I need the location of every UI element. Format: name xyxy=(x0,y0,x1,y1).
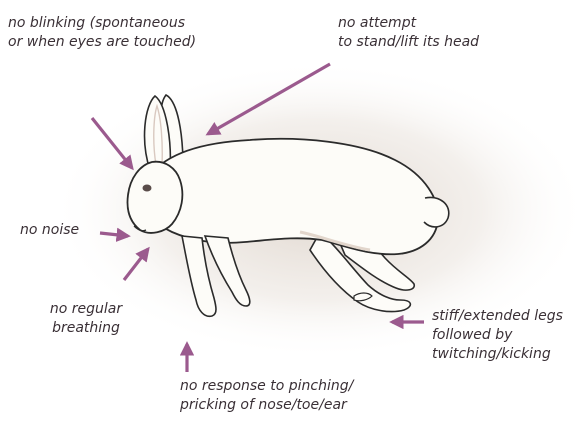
rabbit-eye xyxy=(143,185,152,192)
label-no-response-to-pinching: no response to pinching/ pricking of nos… xyxy=(180,377,440,415)
label-no-blinking: no blinking (spontaneous or when eyes ar… xyxy=(8,14,258,52)
label-stiff-extended-legs: stiff/extended legs followed by twitchin… xyxy=(432,307,582,364)
label-no-noise: no noise xyxy=(20,221,110,240)
label-no-attempt-to-stand: no attempt to stand/lift its head xyxy=(338,14,568,52)
label-no-regular-breathing: no regular breathing xyxy=(26,300,146,338)
